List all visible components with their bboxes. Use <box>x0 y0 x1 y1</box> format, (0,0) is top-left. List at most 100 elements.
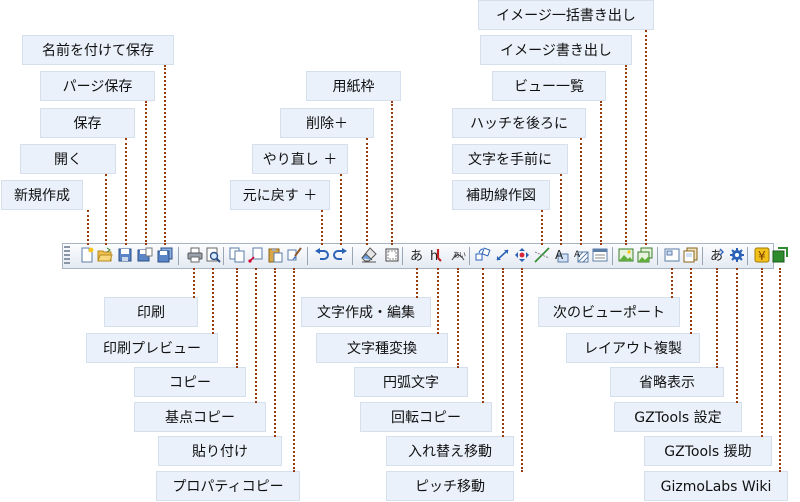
print-button[interactable] <box>187 247 203 263</box>
label-print-preview: 印刷プレビュー <box>86 333 218 363</box>
label-image-export: イメージ書き出し <box>480 35 632 65</box>
swap-move-button[interactable] <box>495 247 511 263</box>
leader-line <box>391 101 393 245</box>
abbreviated-display-button[interactable]: あ <box>709 247 725 263</box>
leader-line <box>87 210 89 245</box>
open-button[interactable] <box>97 247 113 263</box>
view-list-icon <box>592 248 608 262</box>
delete-button[interactable] <box>361 247 377 263</box>
leader-line <box>437 268 439 334</box>
leader-line <box>236 268 238 368</box>
page-save-button[interactable] <box>137 247 153 263</box>
text-front-icon: A <box>555 248 569 263</box>
leader-line <box>521 268 523 472</box>
pitch-move-button[interactable] <box>514 247 530 263</box>
svg-text:h: h <box>430 249 438 263</box>
printer-icon <box>187 247 203 263</box>
new-file-button[interactable] <box>79 247 95 263</box>
label-arc-text: 円弧文字 <box>354 367 468 397</box>
toolbar-grip[interactable] <box>64 246 70 266</box>
undo-button[interactable] <box>314 247 330 263</box>
leader-line <box>625 65 627 245</box>
leader-line <box>212 268 214 334</box>
yen-icon: ¥ <box>754 247 770 263</box>
label-hatch-back: ハッチを後ろに <box>452 108 586 138</box>
label-auxiliary-line: 補助線作図 <box>452 180 550 210</box>
print-preview-button[interactable] <box>205 247 221 263</box>
rotate-copy-button[interactable] <box>475 247 491 263</box>
text-a-icon: あ <box>410 249 423 263</box>
rotate-copy-icon <box>475 247 491 261</box>
leader-line <box>457 268 459 368</box>
toolbar <box>62 243 774 269</box>
layout-duplicate-icon <box>683 247 698 263</box>
leader-line <box>645 30 647 245</box>
svg-text:あ: あ <box>453 251 460 259</box>
copy-button[interactable] <box>229 247 245 263</box>
frame-icon <box>385 248 399 262</box>
leader-line <box>145 101 147 245</box>
leader-line <box>293 268 295 472</box>
leader-line <box>340 174 342 245</box>
hatch-back-button[interactable]: A <box>573 247 589 263</box>
leader-line <box>560 174 562 245</box>
text-convert-icon: h <box>430 249 442 263</box>
gear-icon <box>730 248 744 262</box>
label-new-file: 新規作成 <box>1 180 83 210</box>
leader-line <box>690 268 692 334</box>
label-property-copy: プロパティコピー <box>156 471 300 501</box>
leader-line <box>416 268 418 298</box>
text-front-button[interactable]: A <box>553 247 569 263</box>
svg-text:あ: あ <box>410 249 423 263</box>
next-viewport-button[interactable] <box>664 247 680 263</box>
toolbar-separator <box>352 247 353 265</box>
property-copy-button[interactable] <box>287 247 303 263</box>
toolbar-separator <box>612 247 613 265</box>
save-as-button[interactable] <box>157 247 173 263</box>
floppy-multi-icon <box>157 247 173 263</box>
folder-open-icon <box>97 247 113 262</box>
label-rotate-copy: 回転コピー <box>360 402 492 432</box>
paper-frame-button[interactable] <box>384 247 400 263</box>
label-next-viewport: 次のビューポート <box>538 297 680 327</box>
brush-icon <box>287 247 302 261</box>
base-point-copy-button[interactable] <box>248 247 264 263</box>
label-copy: コピー <box>134 367 246 397</box>
toolbar-separator <box>178 247 179 265</box>
print-preview-icon <box>206 247 221 263</box>
floppy-icon <box>118 248 132 262</box>
toolbar-separator <box>702 247 703 265</box>
svg-text:A: A <box>555 248 564 262</box>
leader-line <box>366 138 368 245</box>
toolbar-separator <box>307 247 308 265</box>
label-save-as: 名前を付けて保存 <box>22 35 174 65</box>
toolbar-separator <box>469 247 470 265</box>
leader-line <box>541 210 543 245</box>
text-edit-button[interactable]: あ <box>409 247 425 263</box>
new-file-icon <box>81 247 94 263</box>
leader-line <box>600 101 602 245</box>
toolbar-separator <box>402 247 403 265</box>
leader-line <box>105 174 107 245</box>
arc-text-button[interactable]: あい <box>450 247 466 263</box>
label-gizmolabs-wiki: GizmoLabs Wiki <box>644 471 788 501</box>
image-batch-icon <box>637 247 653 263</box>
gizmolabs-wiki-button[interactable] <box>772 247 788 263</box>
paste-button[interactable] <box>267 247 283 263</box>
gztools-settings-button[interactable] <box>729 247 745 263</box>
view-list-button[interactable] <box>592 247 608 263</box>
leader-line <box>193 268 195 298</box>
gztools-help-button[interactable]: ¥ <box>754 247 770 263</box>
layout-duplicate-button[interactable] <box>683 247 699 263</box>
text-convert-button[interactable]: h <box>430 247 446 263</box>
save-button[interactable] <box>117 247 133 263</box>
leader-line <box>255 268 257 403</box>
redo-button[interactable] <box>332 247 348 263</box>
auxiliary-line-button[interactable] <box>534 247 550 263</box>
svg-text:い: い <box>459 251 466 259</box>
toolbar-separator <box>747 247 748 265</box>
leader-line <box>164 65 166 245</box>
eraser-icon <box>361 247 377 263</box>
image-export-button[interactable] <box>618 247 634 263</box>
image-batch-export-button[interactable] <box>637 247 653 263</box>
